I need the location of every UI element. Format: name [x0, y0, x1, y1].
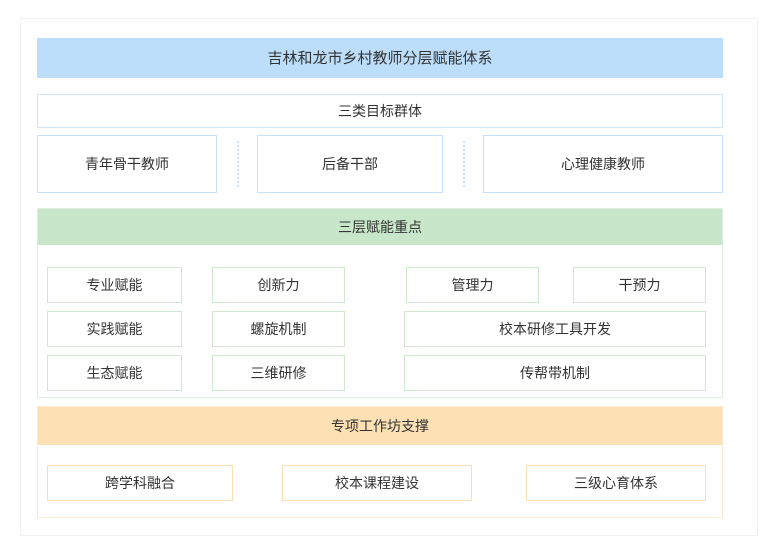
workshops-header: 专项工作坊支撑	[38, 407, 722, 445]
workshop-node-2[interactable]: 校本课程建设	[282, 465, 472, 501]
target-group-node-1[interactable]: 青年骨干教师	[37, 135, 217, 193]
workshop-node-3[interactable]: 三级心育体系	[526, 465, 706, 501]
empower-node-1-2[interactable]: 创新力	[212, 267, 345, 303]
empower-layers-header-label: 三层赋能重点	[338, 219, 422, 235]
empower-node-1-3[interactable]: 管理力	[406, 267, 539, 303]
workshop-label-1: 跨学科融合	[105, 475, 175, 491]
empower-label-3-3: 传帮带机制	[520, 365, 590, 381]
empower-node-3-2[interactable]: 三维研修	[212, 355, 345, 391]
empower-node-1-1[interactable]: 专业赋能	[47, 267, 182, 303]
empower-layer-row-1: 专业赋能 创新力 管理力 干预力	[38, 267, 722, 303]
empower-label-3-1: 生态赋能	[86, 365, 143, 381]
workshops-header-label: 专项工作坊支撑	[331, 418, 429, 434]
empower-label-2-2: 螺旋机制	[250, 321, 307, 337]
target-group-label-3: 心理健康教师	[561, 156, 645, 172]
workshop-node-1[interactable]: 跨学科融合	[47, 465, 233, 501]
target-group-separator-2	[463, 141, 465, 187]
workshop-label-3: 三级心育体系	[574, 475, 658, 491]
empower-layers-section: 三层赋能重点 专业赋能 创新力 管理力 干预力 实践赋能 螺旋机制	[37, 208, 723, 398]
empower-layer-row-2: 实践赋能 螺旋机制 校本研修工具开发	[38, 311, 722, 347]
empower-layer-row-3: 生态赋能 三维研修 传帮带机制	[38, 355, 722, 391]
workshop-label-2: 校本课程建设	[335, 475, 419, 491]
target-group-label-1: 青年骨干教师	[85, 156, 169, 172]
empower-node-1-4[interactable]: 干预力	[573, 267, 706, 303]
empower-node-2-1[interactable]: 实践赋能	[47, 311, 182, 347]
root-title-label: 吉林和龙市乡村教师分层赋能体系	[267, 49, 493, 67]
empower-node-2-2[interactable]: 螺旋机制	[212, 311, 345, 347]
empower-label-1-1: 专业赋能	[86, 277, 143, 293]
root-title-banner: 吉林和龙市乡村教师分层赋能体系	[37, 38, 723, 78]
target-group-node-3[interactable]: 心理健康教师	[483, 135, 723, 193]
target-group-node-2[interactable]: 后备干部	[257, 135, 443, 193]
diagram-canvas: 吉林和龙市乡村教师分层赋能体系 三类目标群体 青年骨干教师 后备干部 心理健康教…	[20, 18, 758, 536]
empower-label-2-1: 实践赋能	[86, 321, 143, 337]
target-groups-row: 青年骨干教师 后备干部 心理健康教师	[37, 135, 723, 193]
workshops-section: 专项工作坊支撑 跨学科融合 校本课程建设 三级心育体系	[37, 406, 723, 518]
target-group-separator-1	[237, 141, 239, 187]
empower-label-1-4: 干预力	[618, 277, 661, 293]
empower-layers-header: 三层赋能重点	[38, 209, 722, 245]
empower-node-2-3[interactable]: 校本研修工具开发	[404, 311, 706, 347]
empower-label-2-3: 校本研修工具开发	[499, 321, 611, 337]
empower-label-3-2: 三维研修	[250, 365, 307, 381]
empower-label-1-3: 管理力	[451, 277, 494, 293]
empower-node-3-3[interactable]: 传帮带机制	[404, 355, 706, 391]
empower-label-1-2: 创新力	[257, 277, 300, 293]
target-groups-header: 三类目标群体	[37, 94, 723, 128]
workshops-row: 跨学科融合 校本课程建设 三级心育体系	[38, 465, 722, 501]
empower-node-3-1[interactable]: 生态赋能	[47, 355, 182, 391]
target-groups-header-label: 三类目标群体	[338, 103, 422, 119]
target-group-label-2: 后备干部	[322, 156, 378, 172]
